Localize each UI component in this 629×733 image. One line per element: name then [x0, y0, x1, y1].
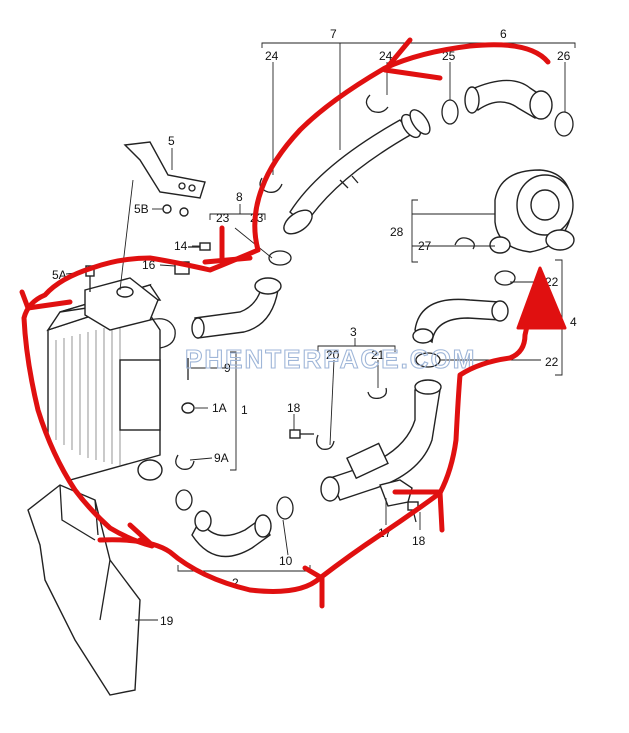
- callout-1: 1: [241, 403, 248, 417]
- callout-22: 22: [545, 355, 559, 369]
- arrowhead-top: [382, 37, 443, 81]
- airflow-path-lower: [97, 490, 443, 594]
- intercooler: [46, 277, 195, 481]
- hose-3: [320, 379, 442, 502]
- hose-4: [412, 270, 516, 368]
- hose-8: [191, 250, 292, 339]
- turbocharger: [489, 169, 575, 254]
- callout-3: 3: [350, 325, 357, 339]
- bracket: [123, 141, 206, 217]
- callout-18: 18: [287, 401, 301, 415]
- hose-6: [441, 79, 574, 137]
- callout-19: 19: [160, 614, 174, 628]
- airflow-path-right: [437, 319, 531, 496]
- hose-2: [175, 489, 294, 558]
- watermark: PHENTERFACE.COM: [185, 344, 476, 374]
- callout-5b: 5B: [134, 202, 149, 216]
- callout-20: 20: [326, 348, 340, 362]
- callout-2: 2: [232, 576, 239, 590]
- callout-26: 26: [557, 49, 571, 63]
- airflow-path-upper: [21, 42, 551, 549]
- callout-9: 9: [224, 361, 231, 375]
- airflow-annotation: [19, 37, 567, 609]
- callout-10: 10: [279, 554, 293, 568]
- arrowhead-left: [19, 289, 73, 311]
- hose-7: [283, 109, 431, 235]
- callout-28: 28: [390, 225, 404, 239]
- callout-24: 24: [265, 49, 279, 63]
- arrowhead-bottom: [302, 565, 325, 609]
- callout-4: 4: [570, 315, 577, 329]
- callout-21: 21: [371, 348, 385, 362]
- callout-25: 25: [442, 49, 456, 63]
- callout-18: 18: [412, 534, 426, 548]
- callout-16: 16: [142, 258, 156, 272]
- callout-24: 24: [379, 49, 393, 63]
- callout-9a: 9A: [214, 451, 229, 465]
- callout-7: 7: [330, 27, 337, 41]
- callout-27: 27: [418, 239, 432, 253]
- arrowhead-triangle: [516, 266, 567, 330]
- arrowhead-mid: [202, 225, 253, 265]
- callout-14: 14: [174, 239, 188, 253]
- air-duct: [27, 484, 141, 696]
- callout-1a: 1A: [212, 401, 227, 415]
- callout-6: 6: [500, 27, 507, 41]
- callout-5: 5: [168, 134, 175, 148]
- callout-8: 8: [236, 190, 243, 204]
- callout-23: 23: [216, 211, 230, 225]
